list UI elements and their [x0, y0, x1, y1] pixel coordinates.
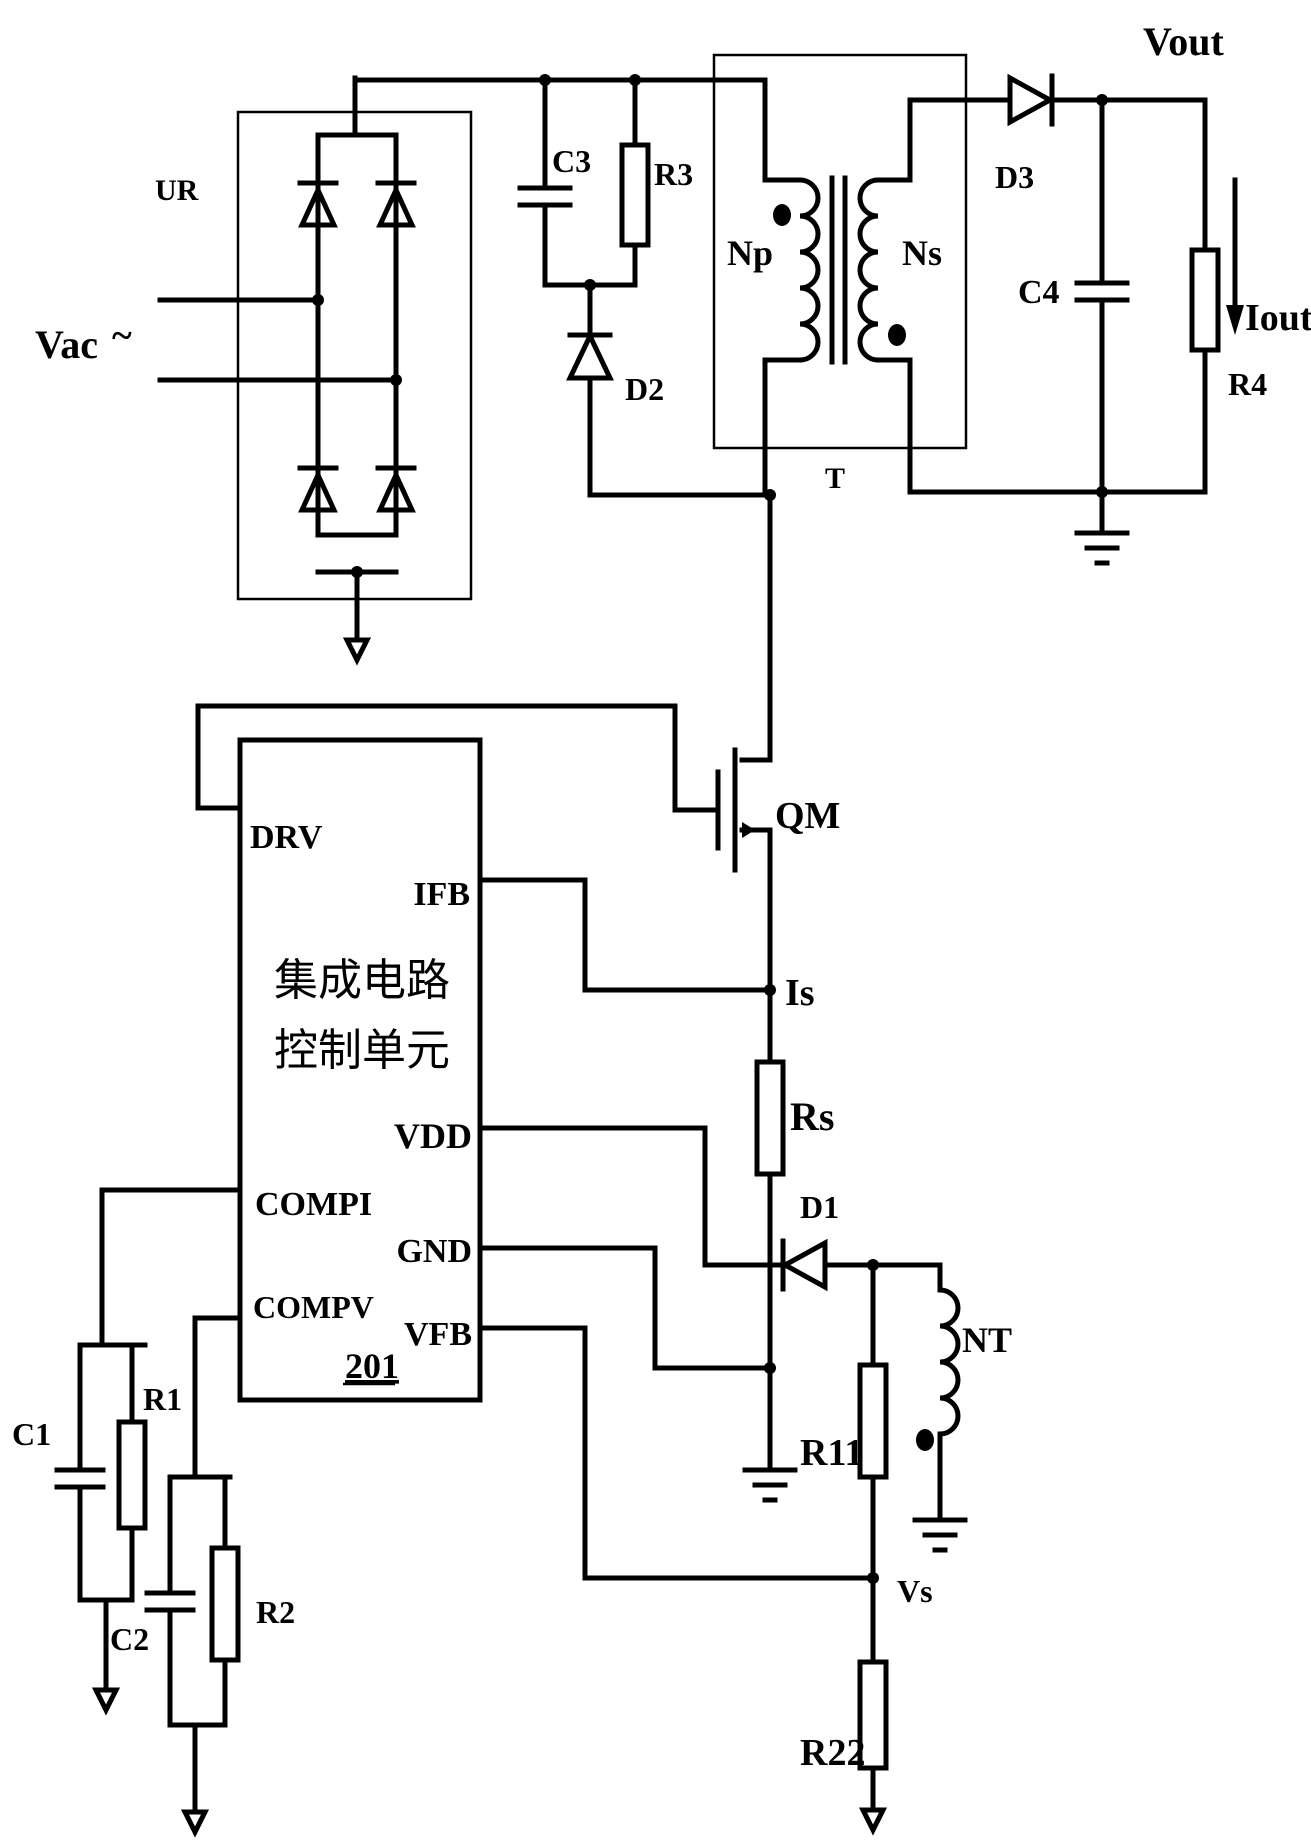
- label-t: T: [825, 462, 845, 495]
- wire-gnd: [477, 1245, 773, 1371]
- label-rs: Rs: [790, 1094, 834, 1139]
- pin-compv: COMPV: [253, 1289, 374, 1325]
- compv-network: [144, 1474, 241, 1838]
- ac-source-icon: ~: [112, 315, 132, 357]
- pin-vfb: VFB: [404, 1316, 472, 1353]
- label-d2: D2: [625, 371, 664, 407]
- label-nt: NT: [962, 1320, 1012, 1360]
- ground-arrow-icon: [858, 1807, 888, 1836]
- ic-title-line1: 集成电路: [274, 955, 450, 1006]
- aux-section: [477, 1125, 968, 1836]
- wire-compv: [192, 1315, 243, 1480]
- ground-icon: [912, 1517, 968, 1553]
- label-is: Is: [785, 972, 815, 1014]
- label-iout: Iout: [1245, 297, 1311, 339]
- transformer-box: [712, 53, 968, 450]
- diode-d3: [1007, 73, 1056, 127]
- secondary-winding: [857, 177, 881, 363]
- resistor-r3: [619, 142, 651, 248]
- label-d1: D1: [800, 1189, 839, 1225]
- ground-icon: [742, 1467, 798, 1503]
- bridge-diode-1: [298, 183, 338, 228]
- ground-arrow-icon: [91, 1687, 121, 1716]
- pin-compi: COMPI: [255, 1186, 372, 1223]
- label-ur: UR: [155, 174, 199, 207]
- pin-vdd: VDD: [394, 1116, 472, 1156]
- control-ic: [99, 737, 876, 1581]
- label-c4: C4: [1018, 274, 1060, 311]
- compi-network: [54, 1342, 148, 1716]
- ic-title-line2: 控制单元: [274, 1025, 450, 1076]
- ground-icon: [1074, 489, 1130, 566]
- aux-winding-nt: [937, 1287, 961, 1437]
- diode-d2: [566, 330, 614, 381]
- label-r2: R2: [256, 1594, 295, 1630]
- label-d3: D3: [995, 159, 1034, 195]
- bridge-rectifier-box: [236, 110, 473, 601]
- capacitor-c1: [54, 1342, 106, 1603]
- wire-vdd: [477, 1125, 788, 1268]
- output-section: [907, 73, 1244, 566]
- pin-gnd: GND: [396, 1233, 472, 1270]
- capacitor-c2: [144, 1474, 196, 1728]
- label-r1: R1: [143, 1381, 182, 1417]
- current-arrow-icon: [1226, 305, 1244, 335]
- wire-vfb: [477, 1325, 876, 1581]
- pin-ifb: IFB: [413, 876, 470, 913]
- wire-gate-drive: [195, 703, 721, 813]
- switch-section: [195, 489, 798, 1503]
- label-c3: C3: [552, 143, 591, 179]
- resistor-r1: [116, 1419, 148, 1531]
- polarity-dot: [888, 324, 906, 346]
- capacitor-c4: [1074, 97, 1130, 495]
- transformer-t: [712, 53, 968, 498]
- label-vout: Vout: [1143, 19, 1224, 64]
- ic-body: [237, 737, 483, 1403]
- bridge-diode-3: [298, 468, 338, 513]
- resistor-r11: [857, 1362, 889, 1480]
- label-r4: R4: [1228, 366, 1267, 402]
- label-r22: R22: [800, 1732, 865, 1774]
- polarity-dot: [916, 1429, 934, 1451]
- label-r3: R3: [654, 156, 693, 192]
- primary-winding: [797, 177, 821, 363]
- label-r11: R11: [800, 1432, 863, 1474]
- capacitor-c3: [517, 77, 573, 288]
- snubber-network: [352, 74, 773, 498]
- resistor-r4: [1189, 247, 1221, 353]
- resistor-rs: [754, 1059, 786, 1177]
- wire-ifb: [477, 877, 773, 993]
- polarity-dot: [773, 204, 791, 226]
- transformer-core: [829, 175, 848, 365]
- resistor-r2: [209, 1545, 241, 1663]
- bridge-rectifier: [157, 75, 473, 666]
- label-np: Np: [727, 233, 773, 273]
- label-vac: Vac: [35, 322, 98, 367]
- pin-drv: DRV: [250, 819, 323, 856]
- label-vs: Vs: [897, 1573, 933, 1609]
- bridge-diode-2: [376, 183, 416, 228]
- ground-arrow-icon: [342, 637, 372, 666]
- label-c1: C1: [12, 1416, 51, 1452]
- label-c2: C2: [110, 1621, 149, 1657]
- ground-arrow-icon: [180, 1809, 210, 1838]
- label-qm: QM: [775, 795, 840, 837]
- ic-ref: 201: [345, 1346, 399, 1386]
- wire-compi: [99, 1187, 243, 1348]
- bridge-diode-4: [376, 468, 416, 513]
- label-ns: Ns: [902, 233, 942, 273]
- diode-d1: [779, 1238, 828, 1292]
